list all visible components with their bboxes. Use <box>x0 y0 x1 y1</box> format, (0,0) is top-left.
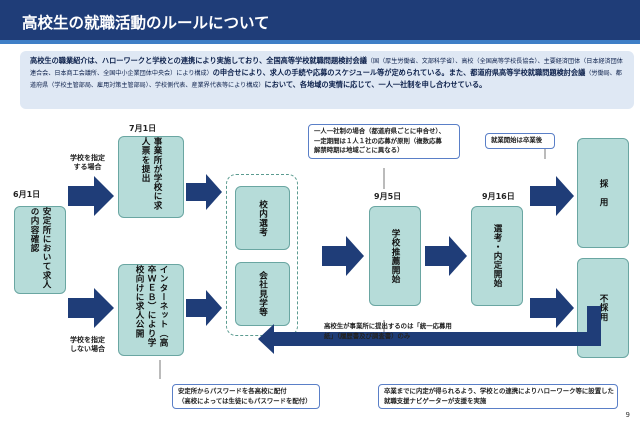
arrow-to-submit <box>68 176 114 216</box>
box-selection-text: 選考・内定開始 <box>492 224 502 288</box>
title-bar: 高校生の就職活動のルールについて <box>0 0 640 44</box>
note-hire-start-text: 就業開始は卒業後 <box>491 136 543 144</box>
box-hellowork-check: 安定所において求人の内容確認 <box>14 206 66 294</box>
box-school-selection-text: 校内選考 <box>257 199 268 237</box>
arrow-to-hire <box>530 176 574 216</box>
school-designated-line2: する場合 <box>73 163 102 171</box>
box-school-recommend: 学校推薦開始 <box>369 206 421 306</box>
school-not-designated-label: 学校を指定 しない場合 <box>70 336 105 354</box>
intro-sub-1: （国（厚生労働省、文部科学省）、高校（全国高等学校長協会）、主要経済団体（日本経… <box>30 58 623 77</box>
date-sep16: 9月16日 <box>482 192 515 201</box>
note-one-company-line2: 一定期間は１人１社の応募が原則（複数応募 <box>314 136 442 145</box>
school-designated-line1: 学校を指定 <box>70 154 105 162</box>
school-not-designated-line1: 学校を指定 <box>70 336 105 344</box>
note-after-graduation-line2: 就職支援ナビゲーターが支援を実施 <box>384 396 487 405</box>
page-number: 9 <box>625 411 630 419</box>
school-designated-label: 学校を指定 する場合 <box>70 154 105 172</box>
note-after-graduation-line1: 卒業までに内定が得られるよう、学校との連携によりハローワーク等に設置した <box>384 387 614 395</box>
note-after-graduation: 卒業までに内定が得られるよう、学校との連携によりハローワーク等に設置した 就職支… <box>378 384 618 409</box>
note-documents: 高校生が事業所に提出するのは「統一応募用 紙」（履歴書及び調査書）のみ <box>324 322 468 341</box>
arrow-to-nohire <box>530 288 574 328</box>
intro-text-2: の申合せにより、求人の手続や応募のスケジュール等が定められている。また、都道府県… <box>212 68 586 77</box>
box-internet-text: インターネット（高卒ＷＥＢ）により学校向けに求人公開 <box>134 265 168 347</box>
box-company-visit-text: 会社見学等 <box>257 271 268 317</box>
box-school-selection: 校内選考 <box>235 186 290 250</box>
note-one-company-rule: 一人一社制の場合（都道府県ごとに申合せ）、 一定期間は１人１社の応募が原則（複数… <box>308 124 460 159</box>
note-one-company-line1: 一人一社制の場合（都道府県ごとに申合せ）、 <box>314 127 446 135</box>
note-password-line1: 安定所からパスワードを各高校に配付 <box>178 387 287 395</box>
intro-text-3: において、各地域の実情に応じて、一人一社制を申し合わせている。 <box>264 80 487 89</box>
note-one-company-line3: 解禁時期は地域ごとに異なる） <box>314 146 404 154</box>
note-documents-line2: 紙」（履歴書及び調査書）のみ <box>324 331 411 340</box>
box-recommend-text: 学校推薦開始 <box>390 228 400 284</box>
arrow-submit-to-group <box>186 174 222 210</box>
intro-sub-2: （労働局、都道府県（学校主管部局、雇用対策主管部局）、学校側代表、産業界代表等に… <box>30 70 622 89</box>
box-selection-start: 選考・内定開始 <box>471 206 523 306</box>
box-submit-text: 事業所が学校に求人票を提出 <box>140 137 162 210</box>
date-jun1: 6月1日 <box>13 190 41 199</box>
arrow-internet-to-group <box>186 290 222 326</box>
date-jul1: 7月1日 <box>129 124 157 133</box>
box-hire-text: 採 用 <box>598 179 608 207</box>
note-documents-line1: 高校生が事業所に提出するのは「統一応募用 <box>324 322 452 330</box>
intro-panel: 高校生の職業紹介は、ハローワークと学校との連携により実施しており、全国高等学校就… <box>20 51 634 109</box>
box-hellowork-text: 安定所において求人の内容確認 <box>29 207 51 289</box>
arrow-to-internet <box>68 288 114 328</box>
arrow-to-selection <box>425 236 467 276</box>
note-password: 安定所からパスワードを各高校に配付 （高校によっては生徒にもパスワードを配付） <box>172 384 320 409</box>
date-sep5: 9月5日 <box>374 192 402 201</box>
box-hire: 採 用 <box>577 138 629 248</box>
box-submit-job-offer: 事業所が学校に求人票を提出 <box>118 136 184 218</box>
box-internet-publish: インターネット（高卒ＷＥＢ）により学校向けに求人公開 <box>118 264 184 356</box>
note-password-line2: （高校によっては生徒にもパスワードを配付） <box>178 396 312 405</box>
box-company-visit: 会社見学等 <box>235 262 290 326</box>
title-accent-line <box>0 40 640 44</box>
return-arrow <box>258 306 601 354</box>
page-title: 高校生の就職活動のルールについて <box>22 14 270 32</box>
intro-text-1: 高校生の職業紹介は、ハローワークと学校との連携により実施しており、全国高等学校就… <box>30 56 367 65</box>
school-not-designated-line2: しない場合 <box>70 345 105 353</box>
box-nohire-text: 不採用 <box>598 294 608 322</box>
note-hire-start: 就業開始は卒業後 <box>485 133 555 149</box>
arrow-to-recommend <box>322 236 364 276</box>
